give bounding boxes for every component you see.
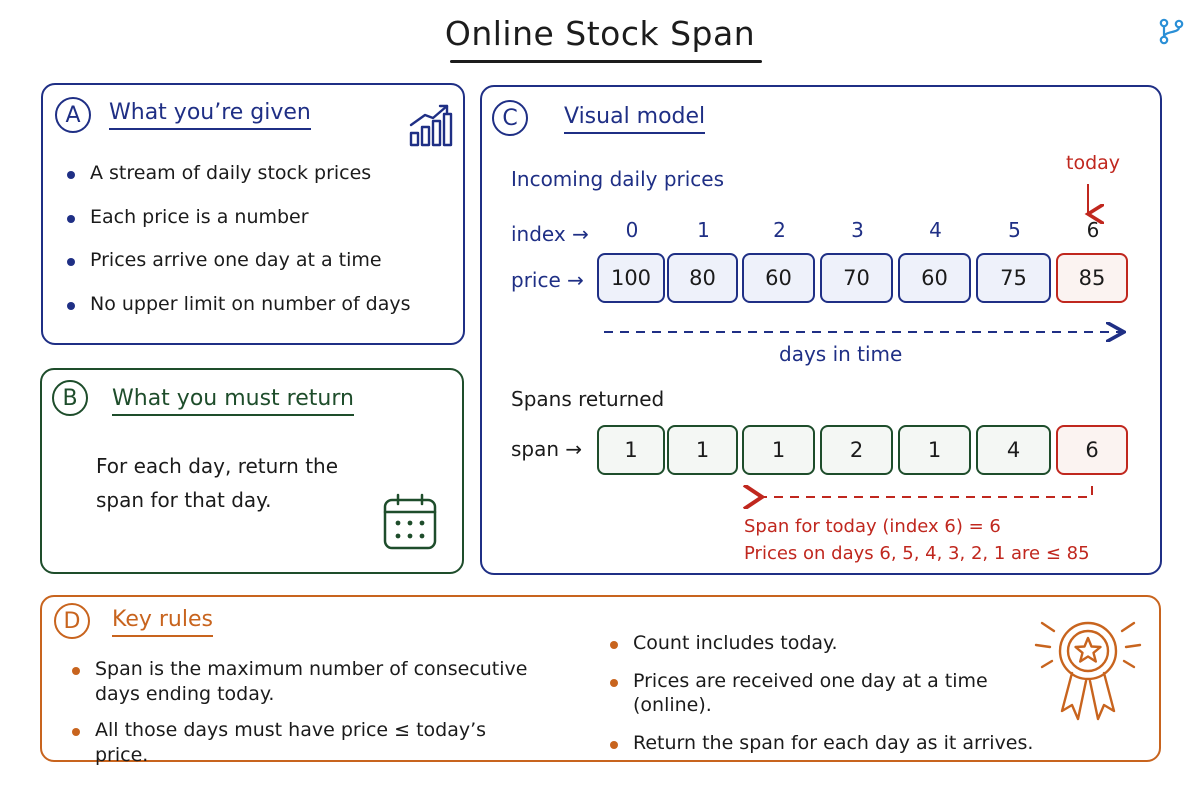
- git-branch-icon[interactable]: [1156, 16, 1186, 46]
- section-title-key-rules: Key rules: [112, 607, 213, 637]
- span-cell: 1: [742, 425, 815, 475]
- section-title-return: What you must return: [112, 386, 354, 416]
- list-item: Prices are received one day at a time (o…: [608, 669, 1048, 718]
- index-label: 1: [697, 218, 710, 242]
- price-cell: 70: [820, 253, 893, 303]
- incoming-prices-label: Incoming daily prices: [511, 167, 725, 191]
- list-item: Each price is a number: [65, 205, 455, 230]
- list-item: No upper limit on number of days: [65, 292, 455, 317]
- price-cell: 100: [597, 253, 665, 303]
- span-cell: 4: [976, 425, 1051, 475]
- price-cell: 75: [976, 253, 1051, 303]
- index-label: 5: [1008, 218, 1021, 242]
- section-title-visual-model: Visual model: [564, 104, 706, 134]
- award-ribbon-icon: [1034, 621, 1142, 721]
- spans-returned-label: Spans returned: [511, 387, 665, 411]
- growth-chart-icon: [409, 104, 453, 147]
- span-cell: 2: [820, 425, 893, 475]
- span-note-line1: Span for today (index 6) = 6: [744, 516, 1001, 537]
- index-label: 4: [929, 218, 942, 242]
- span-cell: 1: [898, 425, 971, 475]
- price-row-label: price →: [511, 268, 584, 292]
- index-label: 0: [625, 218, 639, 242]
- badge-c: C: [492, 100, 528, 136]
- index-label: 3: [851, 218, 864, 242]
- return-text-line2: span for that day.: [96, 488, 272, 512]
- return-text-line1: For each day, return the: [96, 454, 339, 478]
- list-item: Prices arrive one day at a time: [65, 248, 455, 273]
- panel-key-rules: D Key rules Span is the maximum number o…: [40, 595, 1161, 766]
- section-title-given: What you’re given: [109, 100, 311, 130]
- list-item: All those days must have price ≤ today’s…: [70, 718, 530, 767]
- badge-d: D: [54, 603, 90, 639]
- span-cell: 1: [667, 425, 738, 475]
- list-item: Return the span for each day as it arriv…: [608, 731, 1048, 756]
- panel-what-youre-given: A What you’re given A stream of daily st…: [41, 83, 465, 345]
- badge-a: A: [55, 97, 91, 133]
- page-title: Online Stock Span: [444, 14, 756, 53]
- panel-visual-model: [480, 85, 1162, 575]
- price-cell-today: 85: [1056, 253, 1128, 303]
- index-label: 2: [773, 218, 786, 242]
- span-row-label: span →: [511, 437, 583, 461]
- price-cell: 80: [667, 253, 738, 303]
- price-cell: 60: [742, 253, 815, 303]
- calendar-icon: [383, 493, 437, 550]
- given-bullet-list: A stream of daily stock prices Each pric…: [65, 161, 455, 317]
- rules-right-list: Count includes today. Prices are receive…: [608, 631, 1048, 756]
- list-item: Span is the maximum number of consecutiv…: [70, 657, 530, 706]
- price-cell: 60: [898, 253, 971, 303]
- span-note-line2: Prices on days 6, 5, 4, 3, 2, 1 are ≤ 85: [744, 543, 1090, 564]
- days-in-time-label: days in time: [779, 342, 903, 366]
- rules-left-list: Span is the maximum number of consecutiv…: [70, 657, 530, 768]
- span-cell-today: 6: [1056, 425, 1128, 475]
- panel-what-you-must-return: B What you must return For each day, ret…: [40, 368, 464, 574]
- span-cell: 1: [597, 425, 665, 475]
- list-item: A stream of daily stock prices: [65, 161, 455, 186]
- index-row-label: index →: [511, 222, 589, 246]
- badge-b: B: [52, 380, 88, 416]
- list-item: Count includes today.: [608, 631, 1048, 656]
- index-label-today: 6: [1086, 218, 1100, 242]
- today-label: today: [1066, 152, 1121, 174]
- title-underline: [450, 60, 762, 63]
